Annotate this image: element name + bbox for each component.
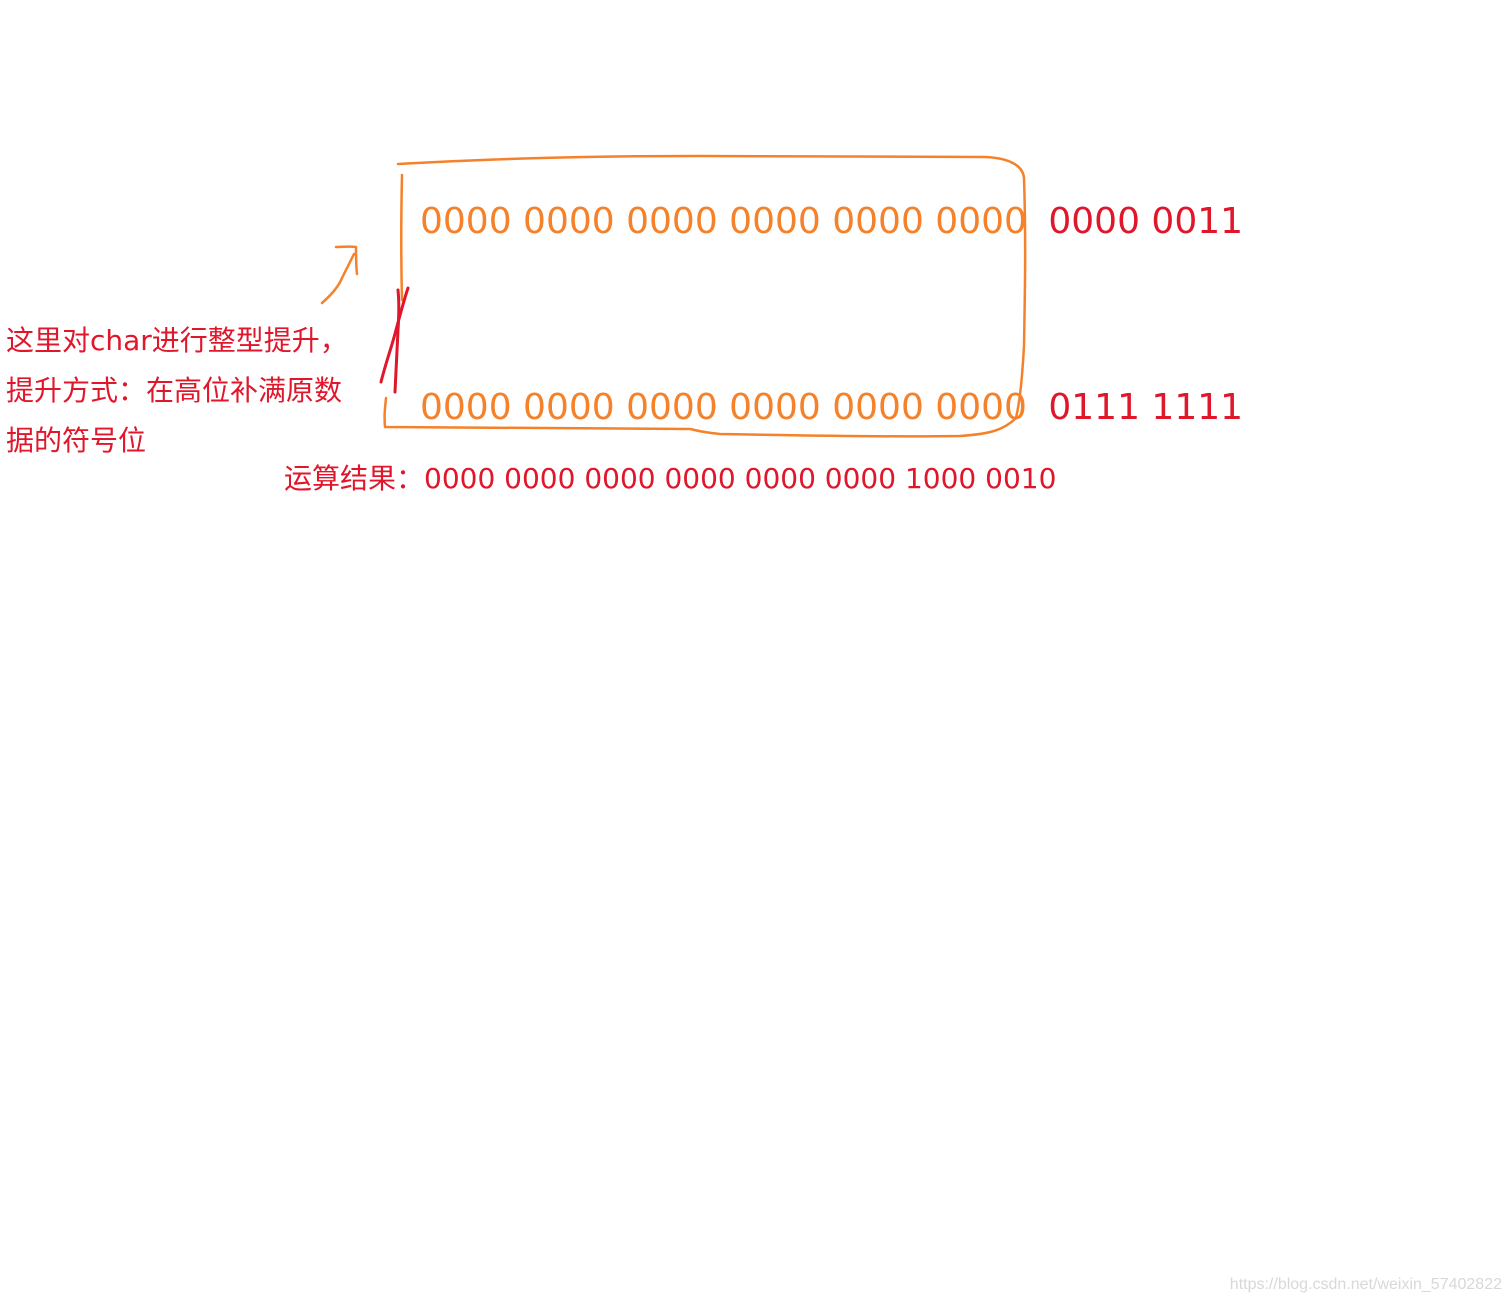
binary-line-2-high: 0000 0000 0000 0000 0000 0000 (420, 387, 1027, 428)
binary-line-1-low: 0000 0011 (1048, 201, 1244, 242)
binary-line-1: 0000 0000 0000 0000 0000 0000 0000 0011 (420, 204, 1243, 240)
result-value: 0000 0000 0000 0000 0000 0000 1000 0010 (424, 462, 1057, 495)
result-line: 运算结果：0000 0000 0000 0000 0000 0000 1000 … (284, 462, 1056, 496)
highlight-box-left-edge (400, 173, 404, 302)
note-line-1: 这里对char进行整型提升， (6, 324, 348, 357)
arrow-icon (320, 245, 359, 305)
note-line-2: 提升方式：在高位补满原数 (6, 374, 343, 407)
bracket-icon (393, 288, 401, 394)
bracket-tick-icon (379, 286, 410, 384)
note-line-3: 据的符号位 (6, 424, 147, 457)
binary-line-2: 0000 0000 0000 0000 0000 0000 0111 1111 (420, 390, 1243, 426)
watermark: https://blog.csdn.net/weixin_57402822 (1229, 1276, 1502, 1293)
result-label: 运算结果： (284, 462, 425, 495)
binary-line-1-high: 0000 0000 0000 0000 0000 0000 (420, 201, 1027, 242)
binary-line-2-low: 0111 1111 (1048, 387, 1244, 428)
